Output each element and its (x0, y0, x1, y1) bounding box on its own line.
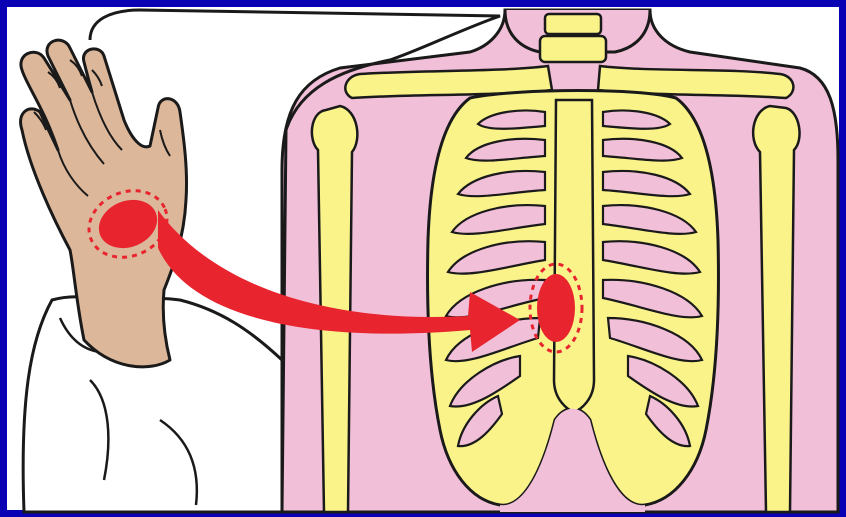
spine-top-2 (540, 36, 606, 62)
torso-icon (282, 10, 838, 512)
spine-top (545, 14, 601, 34)
sternum (554, 100, 594, 412)
chest-highlight-fill (537, 274, 575, 342)
